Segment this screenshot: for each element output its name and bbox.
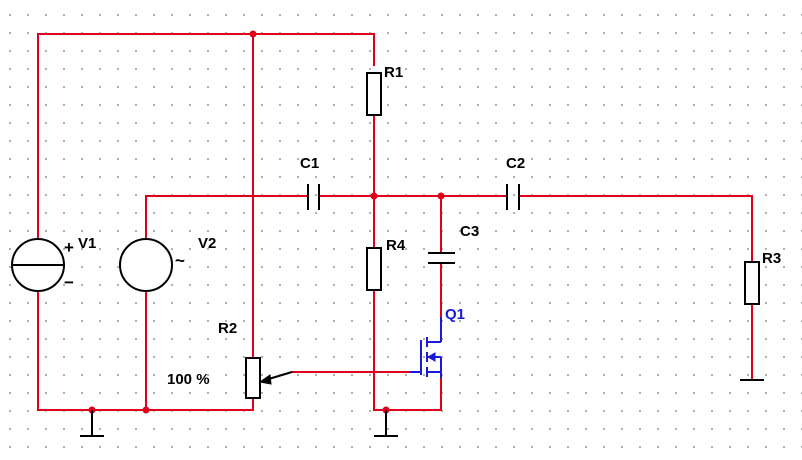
v2-source[interactable] bbox=[119, 238, 173, 292]
wire-c2-right[interactable] bbox=[520, 195, 753, 263]
junctions bbox=[88, 30, 445, 414]
v1-label: V1 bbox=[78, 235, 96, 252]
ground-center[interactable] bbox=[374, 410, 398, 437]
wires bbox=[37, 33, 753, 411]
junction-top bbox=[249, 30, 257, 38]
v2-ac-symbol: ~ bbox=[175, 251, 185, 270]
r1-label: R1 bbox=[384, 64, 403, 81]
c1-label: C1 bbox=[300, 155, 319, 172]
v1-plus-sign: + bbox=[64, 238, 74, 257]
v1-source[interactable] bbox=[11, 238, 65, 292]
c3-label: C3 bbox=[460, 223, 479, 240]
r3-label: R3 bbox=[762, 250, 781, 267]
r2-label: R2 bbox=[218, 320, 237, 337]
junction-v2-gnd bbox=[142, 406, 150, 414]
c2-capacitor[interactable] bbox=[506, 184, 520, 210]
r1-resistor[interactable] bbox=[366, 72, 382, 116]
c2-label: C2 bbox=[506, 155, 525, 172]
r4-label: R4 bbox=[386, 237, 406, 254]
r2-potentiometer[interactable] bbox=[245, 357, 293, 399]
c1-capacitor[interactable] bbox=[307, 184, 320, 210]
q1-mosfet[interactable] bbox=[410, 317, 442, 378]
wire-r4-bottom[interactable] bbox=[373, 290, 442, 411]
v1-minus-sign: − bbox=[64, 273, 74, 292]
q1-label: Q1 bbox=[445, 306, 465, 323]
v2-label: V2 bbox=[198, 235, 216, 252]
ground-left[interactable] bbox=[80, 410, 104, 437]
junction-c3 bbox=[437, 192, 445, 200]
wire-top-rail[interactable] bbox=[37, 33, 375, 66]
c3-capacitor[interactable] bbox=[428, 252, 455, 264]
junction-mid bbox=[370, 192, 378, 200]
r2-wiper-value: 100 % bbox=[167, 371, 210, 388]
r4-resistor[interactable] bbox=[366, 247, 382, 291]
r3-resistor[interactable] bbox=[744, 261, 760, 305]
wire-v2-left[interactable] bbox=[145, 195, 309, 241]
